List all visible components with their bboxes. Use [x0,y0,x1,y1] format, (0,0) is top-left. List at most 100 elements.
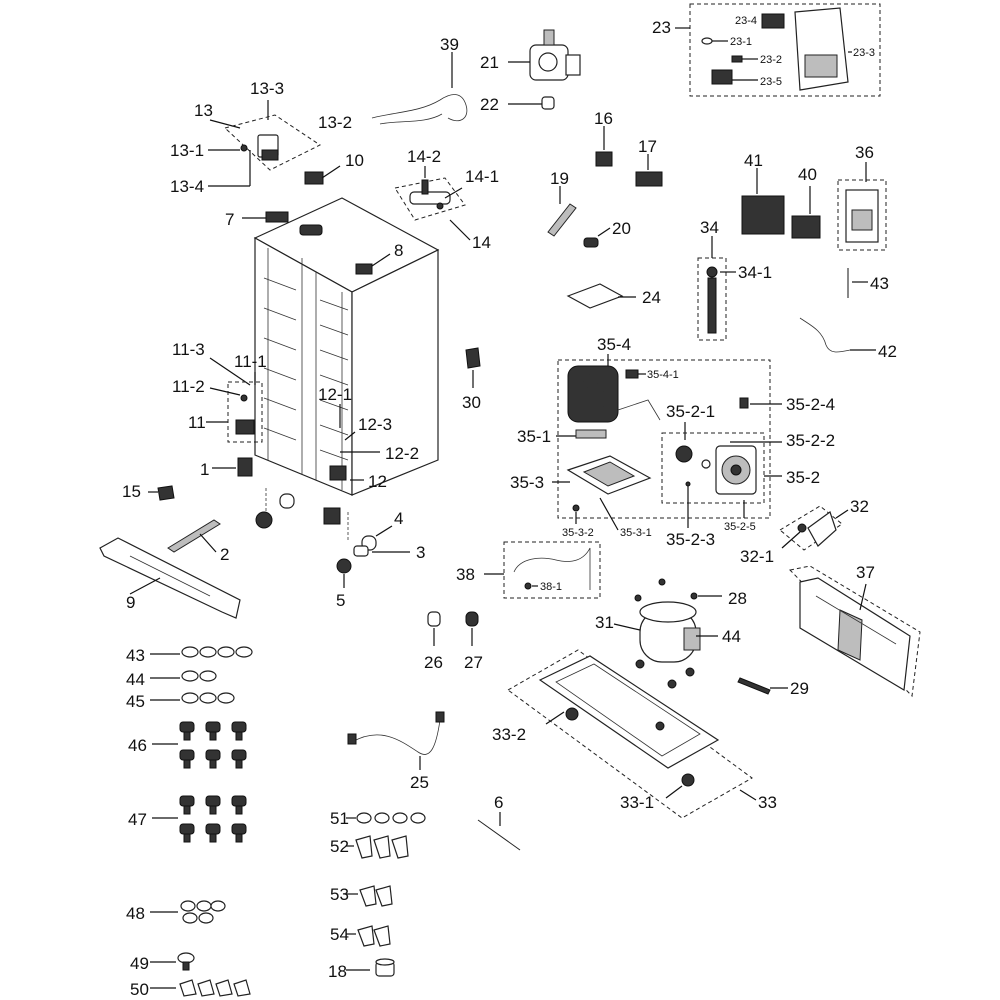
callout-44-hardware: 44 [126,670,145,689]
callout-20: 20 [612,219,631,238]
part-14 [409,179,451,210]
callout-12-3: 12-3 [358,415,392,434]
callout-11-3: 11-3 [172,340,205,359]
callout-6: 6 [494,793,503,812]
part-2 [167,519,221,553]
bolts-47 [179,795,247,843]
dispenser-housing-23-3 [794,7,852,91]
screw-49 [177,952,195,971]
filter-34 [707,277,717,334]
part-23-1 [701,37,713,45]
part-6 [477,819,521,851]
callout-4: 4 [394,509,403,528]
callout-47: 47 [128,810,147,829]
callout-32-1: 32-1 [740,547,774,566]
control-board-41 [741,195,785,235]
part-29 [737,677,771,695]
group-box-14 [394,177,466,221]
callout-14-1: 14-1 [465,167,499,186]
bracket [323,507,341,525]
callout-2: 2 [220,545,229,564]
callout-54: 54 [330,925,349,944]
part-19 [547,203,577,237]
callout-5: 5 [336,591,345,610]
part-30 [465,347,481,369]
part-27 [465,611,479,627]
part-26 [427,611,441,627]
callout-29: 29 [790,679,809,698]
part-23-5 [711,69,733,85]
group-box-11 [227,381,263,443]
compressor-31 [635,601,701,689]
screws-44 [181,670,217,682]
part-33-2 [565,707,579,721]
callout-7: 7 [225,210,234,229]
callout-11: 11 [188,413,206,432]
screws-52 [355,835,409,859]
fitting-22 [508,96,555,110]
callout-23-1: 23-1 [730,36,752,48]
callout-1: 1 [200,460,209,479]
part-11 [235,419,255,435]
callout-37: 37 [856,563,875,582]
screws-51 [356,812,426,824]
callout-41: 41 [744,151,763,170]
callout-27: 27 [464,653,483,672]
callout-45: 45 [126,692,145,711]
roller-foot [255,511,273,529]
part-35-2-4 [739,397,749,409]
callout-35-3-2: 35-3-2 [562,527,594,539]
group-box-32 [779,505,843,551]
callout-53: 53 [330,885,349,904]
callout-35-4-1: 35-4-1 [647,369,679,381]
callout-51: 51 [330,809,349,828]
callout-8: 8 [394,241,403,260]
clips-48 [180,900,226,924]
callout-11-1: 11-1 [234,352,267,371]
drain-tube-38 [513,547,591,590]
callout-13: 13 [194,101,213,120]
callout-38-1: 38-1 [540,581,562,593]
callout-13-1: 13-1 [170,141,204,160]
water-valve-21 [508,29,581,81]
callout-25: 25 [410,773,429,792]
callout-46: 46 [128,736,147,755]
callout-14: 14 [472,233,491,252]
callout-17: 17 [638,137,657,156]
callout-11-2: 11-2 [172,377,205,396]
group-box-37 [789,565,921,698]
part-8 [355,263,373,275]
callout-18: 18 [328,962,347,981]
part-10 [304,171,324,185]
group-box-35 [557,359,771,519]
bolts-46 [179,721,247,769]
callout-15: 15 [122,482,141,501]
callout-31: 31 [595,613,614,632]
callout-44: 44 [722,627,741,646]
callout-21: 21 [480,53,499,72]
refrigerator-cabinet [253,197,440,496]
callout-14-2: 14-2 [407,147,441,166]
evaporator-35-4 [567,365,661,423]
callout-48: 48 [126,904,145,923]
part-12 [329,465,347,481]
callout-23: 23 [652,18,671,37]
callout-23-5: 23-5 [760,76,782,88]
part-1 [237,457,253,477]
callout-33-1: 33-1 [620,793,654,812]
group-box-23 [689,3,881,97]
callout-33: 33 [758,793,777,812]
part-32 [807,511,837,547]
callout-42: 42 [878,342,897,361]
callout-35-2-4: 35-2-4 [786,395,835,414]
screws-50 [179,979,251,997]
callout-35-3-1: 35-3-1 [620,527,652,539]
callout-35-3: 35-3 [510,473,544,492]
part-16 [595,151,613,167]
callout-24: 24 [642,288,661,307]
leveling-leg-5 [336,558,352,574]
callout-13-4: 13-4 [170,177,204,196]
callout-43-hardware: 43 [126,646,145,665]
harness-25 [351,719,441,755]
